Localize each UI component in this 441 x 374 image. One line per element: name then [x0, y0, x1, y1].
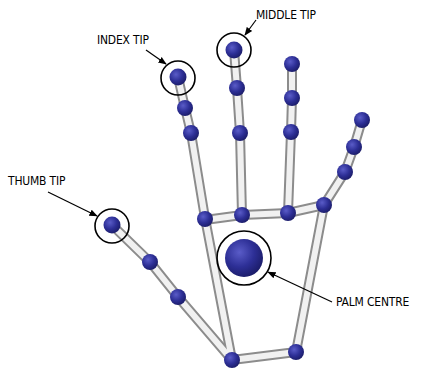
- callout-label: PALM CENTRE: [336, 296, 409, 309]
- leader-arrows: [48, 20, 332, 302]
- callout-label: MIDDLE TIP: [256, 9, 316, 22]
- bones: [112, 50, 362, 360]
- joints: [104, 42, 371, 369]
- callout-label: THUMB TIP: [8, 175, 65, 188]
- callout-circles: [95, 33, 271, 285]
- callout-label: INDEX TIP: [97, 34, 149, 47]
